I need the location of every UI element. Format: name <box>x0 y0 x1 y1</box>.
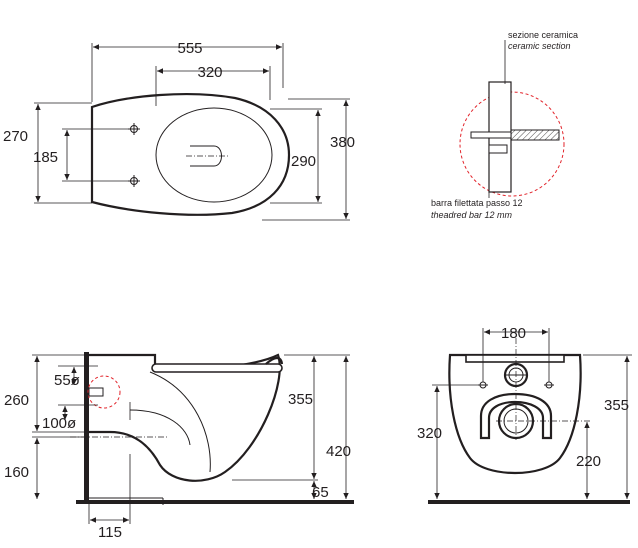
bowl-outline-back <box>448 353 582 474</box>
dim-180-label: 180 <box>501 325 526 342</box>
dim-420-label: 420 <box>326 443 351 460</box>
dim-260-label: 260 <box>4 392 29 409</box>
dim-355-side-label: 355 <box>288 391 313 408</box>
dim-555-label: 555 <box>177 40 202 57</box>
dim-290-label: 290 <box>291 153 316 170</box>
dim-355-back-label: 355 <box>604 397 629 414</box>
bowl-inner-side <box>149 371 211 473</box>
label-section-en: ceramic section <box>508 41 571 51</box>
label-bar-it: barra filettata passo 12 <box>431 198 523 208</box>
bar-nut <box>488 144 508 154</box>
dim-55-label: 55ø <box>54 372 80 389</box>
side-view: 260 55ø 100ø 160 355 420 65 115 <box>4 352 354 541</box>
fixing-hole-top-upper <box>128 123 140 135</box>
water-inlet <box>88 387 104 397</box>
bowl-outline-top <box>90 93 291 216</box>
floor-line <box>76 500 354 504</box>
dim-320-back-label: 320 <box>417 425 442 442</box>
pipe-detail-circle <box>87 375 121 409</box>
seat-opening-top <box>155 107 273 203</box>
dim-100-label: 100ø <box>42 415 76 432</box>
back-view: 180 320 355 220 <box>417 325 632 504</box>
label-section-it: sezione ceramica <box>508 30 578 40</box>
wall-line <box>84 352 89 502</box>
dim-270-label: 270 <box>3 128 28 145</box>
ceramic-section-detail: sezione ceramica ceramic section barra f… <box>431 30 578 220</box>
fixing-hole-back-right <box>544 381 554 389</box>
bowl-outline-side <box>89 353 281 482</box>
fixing-hole-top-lower <box>128 175 140 187</box>
dim-320-label: 320 <box>197 64 222 81</box>
dim-185-label: 185 <box>33 149 58 166</box>
top-view: 555 320 380 290 270 185 <box>3 40 355 221</box>
threaded-bar <box>470 131 512 139</box>
outlet-frame-back <box>479 392 553 440</box>
trap-side <box>129 409 191 446</box>
dim-65-label: 65 <box>312 484 329 501</box>
ceramic-hatch <box>510 129 560 141</box>
floor-line-back <box>428 500 630 504</box>
label-bar-en: theadred bar 12 mm <box>431 210 513 220</box>
fixing-hole-back-left <box>478 381 488 389</box>
seat-side <box>151 363 283 373</box>
dim-220-label: 220 <box>576 453 601 470</box>
detail-circle <box>459 91 565 197</box>
dim-380-label: 380 <box>330 134 355 151</box>
dim-160-label: 160 <box>4 464 29 481</box>
top-plate-back <box>465 354 565 363</box>
dim-115-label: 115 <box>98 524 122 541</box>
